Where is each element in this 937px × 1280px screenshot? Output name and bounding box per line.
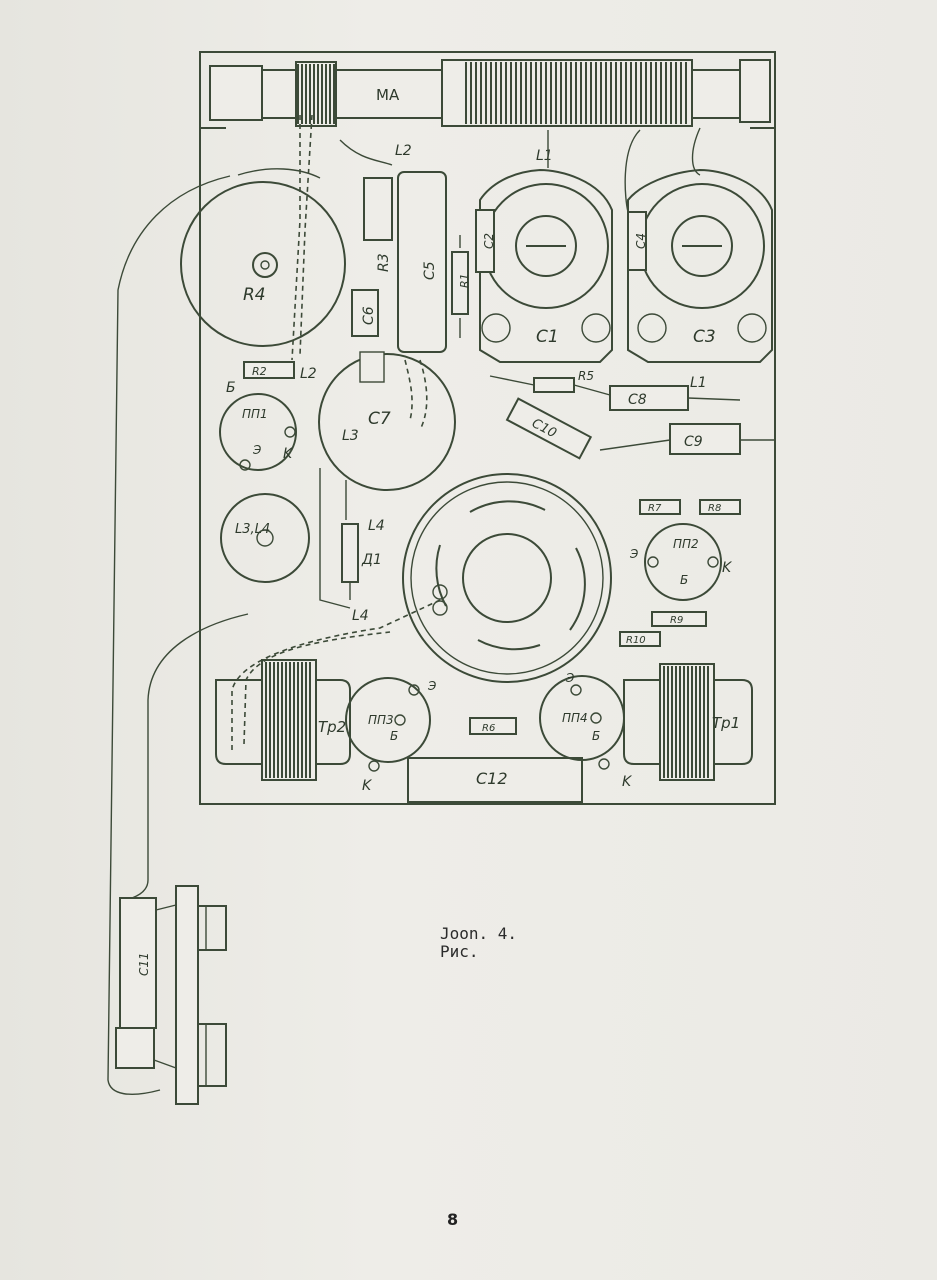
label-l1-mid: L1: [690, 375, 707, 391]
label-c9: C9: [684, 434, 703, 450]
label-r10: R10: [626, 635, 646, 646]
resistor-r6: [469, 717, 517, 735]
label-pp3-b: Б: [390, 729, 398, 743]
label-d1: Д1: [361, 552, 382, 568]
resistor-r8: [699, 499, 741, 515]
label-pp2-e: Э: [629, 547, 639, 561]
transformer-tr2: [215, 659, 351, 781]
resistor-r7: [639, 499, 681, 515]
label-pp2: ПП2: [673, 537, 699, 551]
transistor-pp1: [219, 393, 297, 471]
label-r8: R8: [708, 503, 721, 514]
capacitor-c5: [397, 171, 447, 353]
label-r2: R2: [252, 365, 267, 378]
label-r4: R4: [243, 285, 266, 305]
label-tr2: Tp2: [318, 718, 346, 736]
transistor-pp2: [644, 523, 722, 601]
label-l1-top: L1: [536, 148, 553, 164]
label-l4a: L4: [368, 518, 385, 534]
label-r5: R5: [578, 369, 594, 383]
transformer-tr1: [623, 663, 753, 781]
label-r7: R7: [648, 503, 662, 514]
label-c3: C3: [693, 327, 716, 347]
capacitor-c11-assembly: [115, 885, 227, 1105]
resistor-r10: [619, 631, 661, 647]
label-tr1: Tp1: [712, 714, 740, 732]
label-c5: C5: [422, 261, 438, 280]
transistor-pp3: [345, 677, 431, 763]
diode-d1: [341, 523, 359, 583]
label-pp3: ПП3: [368, 713, 394, 727]
resistor-r3: [363, 177, 393, 241]
label-r3: R3: [376, 253, 392, 272]
external-wire: [107, 175, 231, 1095]
label-r1: R1: [458, 273, 471, 288]
caption-line-1: Joon. 4.: [440, 924, 518, 943]
coil-l3-l4: [220, 493, 310, 583]
ferrite-antenna: [209, 59, 771, 127]
label-c2: C2: [482, 233, 496, 249]
label-pp3-e: Э: [427, 679, 437, 693]
potentiometer-r4: [180, 181, 346, 347]
label-c6: C6: [361, 306, 377, 325]
resistor-r2: [243, 361, 295, 379]
label-c1: C1: [536, 327, 559, 347]
capacitor-c9: [669, 423, 741, 455]
label-l3l4: L3,L4: [235, 522, 270, 537]
label-c7: C7: [368, 409, 391, 429]
caption-line-2: Рис.: [440, 942, 479, 961]
label-c4: C4: [634, 233, 648, 249]
capacitor-c10: [505, 397, 593, 460]
label-r9: R9: [670, 615, 683, 626]
label-pp1: ПП1: [242, 407, 268, 421]
label-pp4-e: Э: [565, 671, 575, 685]
capacitor-c7: [318, 353, 456, 491]
label-pp2-b: Б: [680, 573, 688, 587]
page-number: 8: [447, 1210, 459, 1229]
capacitor-c4: [627, 211, 647, 271]
label-l2-top: L2: [395, 143, 412, 159]
capacitor-c6: [351, 289, 379, 337]
capacitor-c2: [475, 209, 495, 273]
label-ma: MA: [376, 86, 400, 104]
label-l4b: L4: [352, 608, 369, 624]
label-c11: C11: [137, 952, 151, 976]
figure-caption: Joon. 4. Рис.: [440, 925, 517, 961]
label-pp1-k: K: [283, 446, 294, 462]
loudspeaker: [402, 473, 612, 683]
label-pp4-b: Б: [592, 729, 600, 743]
label-l3: L3: [342, 428, 359, 444]
label-pp2-k: K: [722, 560, 733, 576]
capacitor-c8: [609, 385, 689, 411]
label-r6: R6: [482, 723, 495, 734]
label-pp1-b: Б: [226, 380, 236, 396]
label-pp4: ПП4: [562, 711, 588, 725]
board-outline: [199, 51, 776, 805]
resistor-r9: [651, 611, 707, 627]
resistor-r1: [451, 251, 469, 315]
label-pp1-e: Э: [252, 443, 262, 457]
resistor-r5: [533, 377, 575, 393]
label-l2-mid: L2: [300, 366, 317, 382]
capacitor-c12: [407, 757, 583, 803]
label-pp4-k: K: [622, 774, 633, 790]
r4-shaft: [252, 252, 278, 278]
label-pp3-k: K: [362, 778, 373, 794]
label-c8: C8: [628, 392, 647, 408]
label-c12: C12: [476, 769, 508, 788]
